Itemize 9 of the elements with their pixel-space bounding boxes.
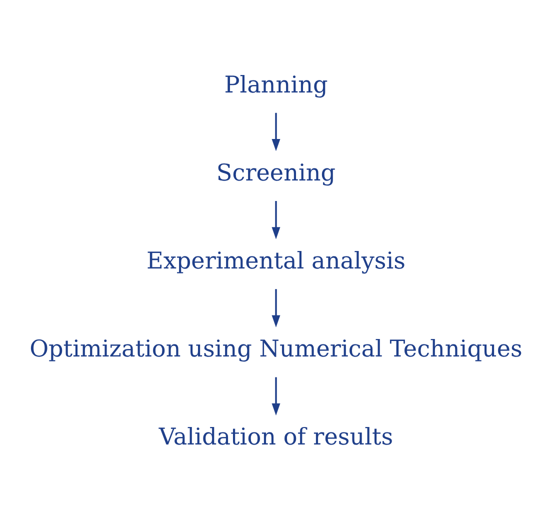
arrow [272,377,280,416]
arrow [272,112,280,152]
node-text: Screening [216,160,336,186]
arrow [272,201,280,240]
node-text: Planning [224,72,328,98]
node-text: Experimental analysis [146,248,406,274]
node-text: Validation of results [158,424,394,451]
arrow [272,289,280,328]
node-text: Optimization using Numerical Techniques [30,336,522,363]
